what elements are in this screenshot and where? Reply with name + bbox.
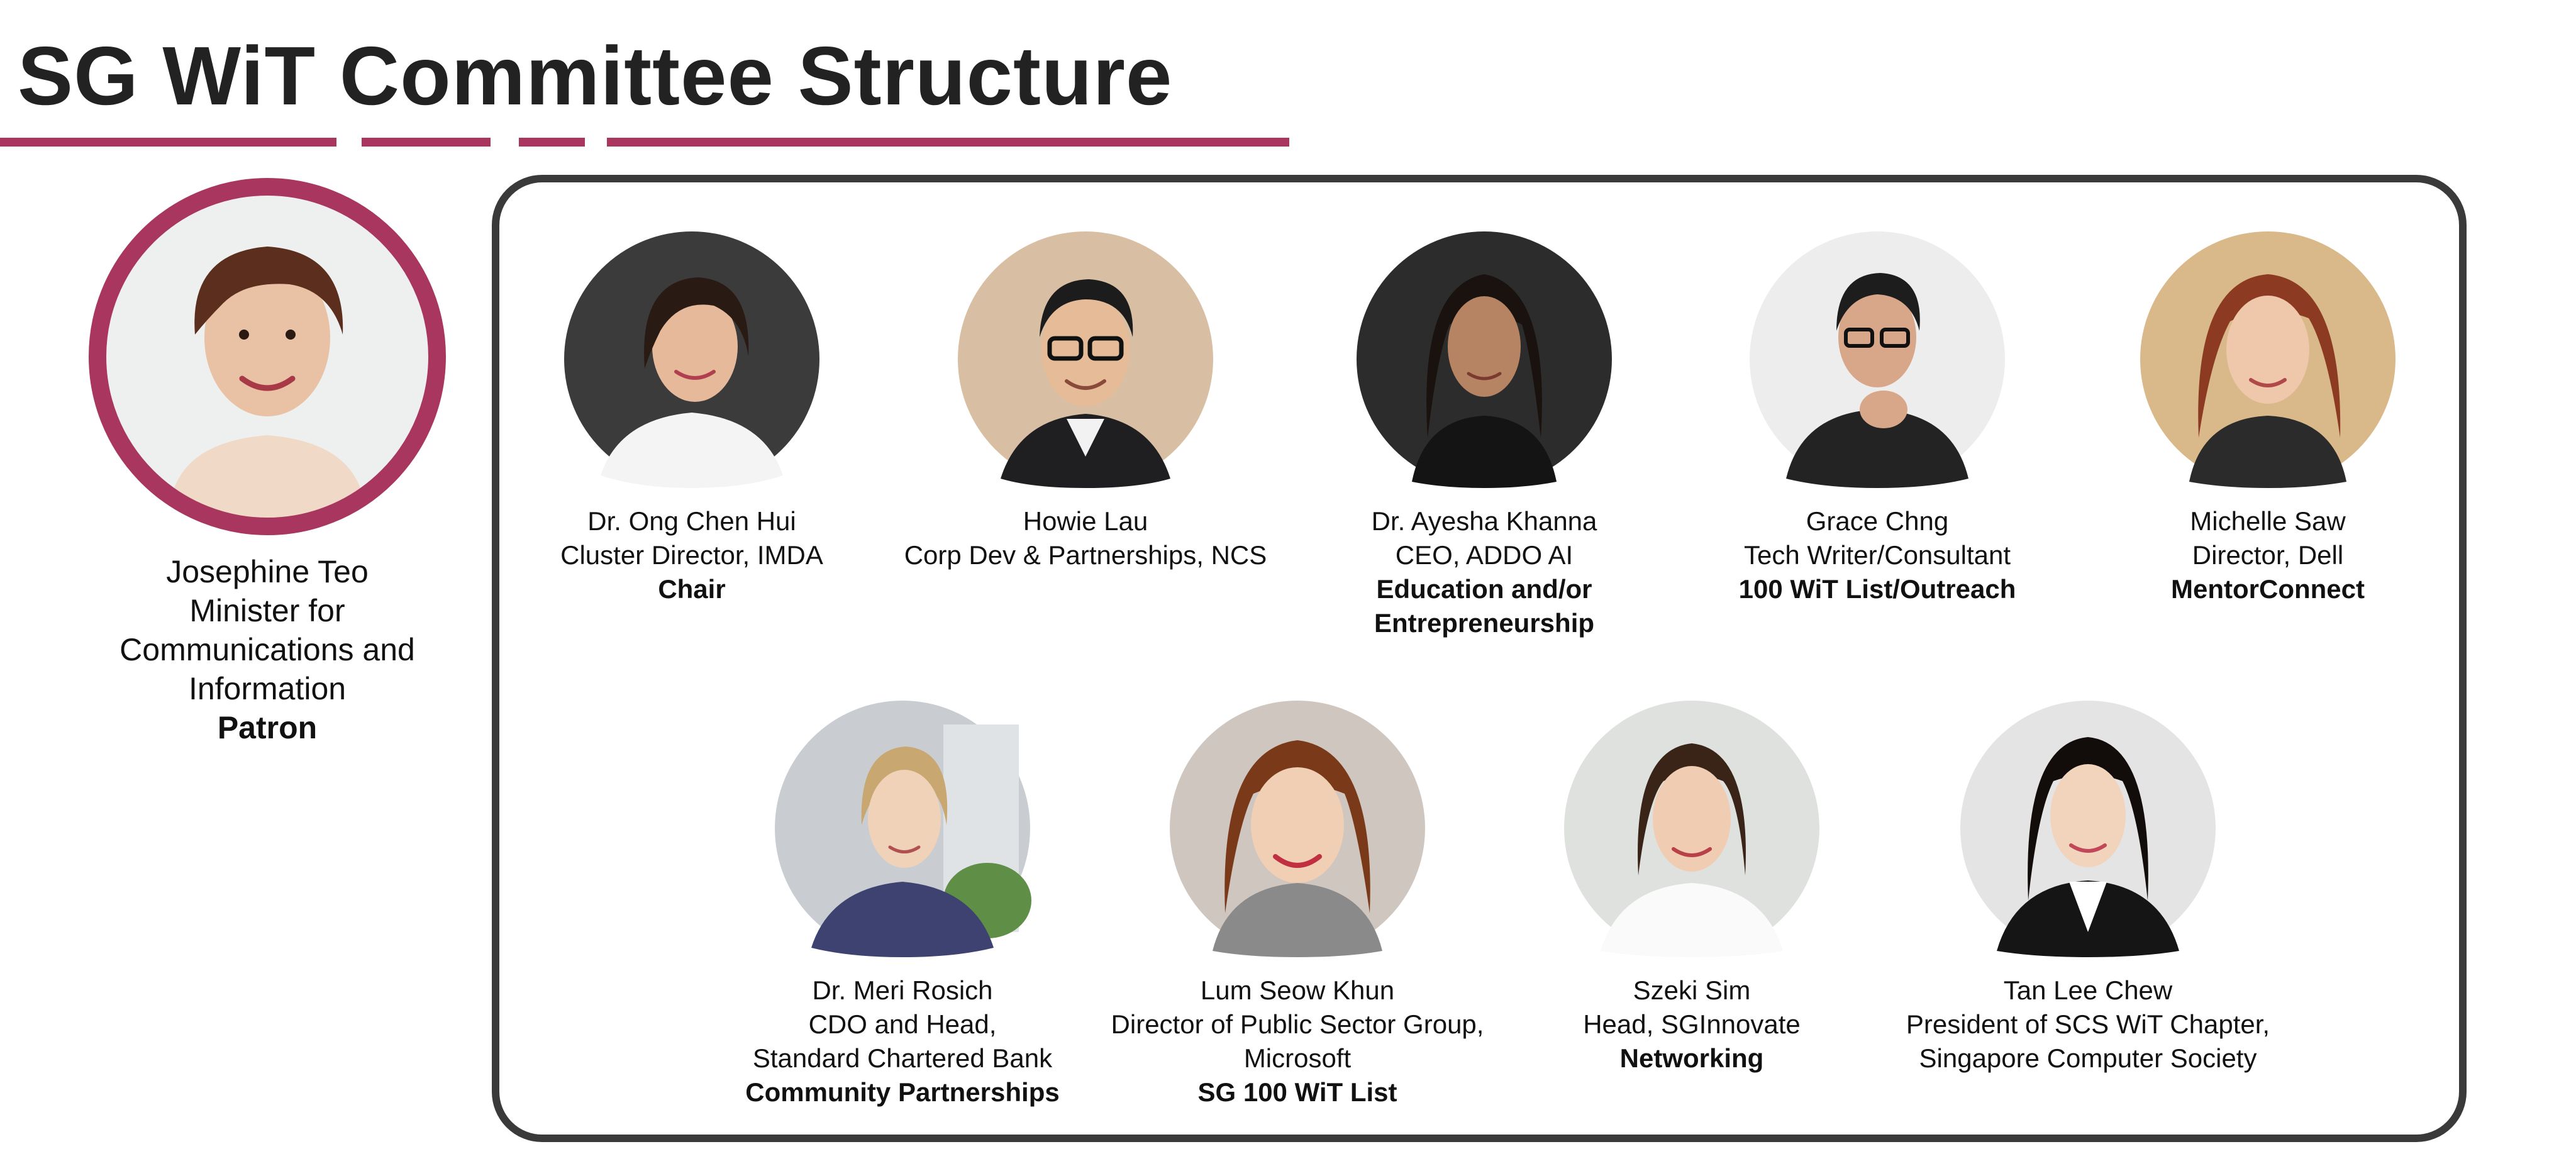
member-title-line: CEO, ADDO AI <box>1395 540 1574 570</box>
member-card: Dr. Ayesha Khanna CEO, ADDO AI Education… <box>1283 230 1685 640</box>
member-photo <box>775 701 1031 957</box>
member-details: Dr. Meri Rosich CDO and Head, Standard C… <box>701 974 1104 1109</box>
member-details: Michelle Saw Director, Dell MentorConnec… <box>2067 504 2469 606</box>
member-photo <box>1564 701 1819 957</box>
member-title-line: Corp Dev & Partnerships, NCS <box>904 540 1267 570</box>
member-role: 100 WiT List/Outreach <box>1738 574 2016 604</box>
title-underline <box>0 138 1289 147</box>
member-details: Dr. Ayesha Khanna CEO, ADDO AI Education… <box>1283 504 1685 640</box>
patron-details: Josephine Teo Minister for Communication… <box>50 552 484 747</box>
member-details: Tan Lee Chew President of SCS WiT Chapte… <box>1887 974 2289 1075</box>
member-role: SG 100 WiT List <box>1197 1077 1397 1107</box>
member-card: Michelle Saw Director, Dell MentorConnec… <box>2067 230 2469 606</box>
member-card: Dr. Ong Chen Hui Cluster Director, IMDA … <box>491 230 893 606</box>
member-title-line: Director of Public Sector Group, <box>1111 1009 1484 1039</box>
member-role: Education and/or <box>1376 574 1592 604</box>
member-name: Szeki Sim <box>1633 975 1751 1005</box>
member-card: Dr. Meri Rosich CDO and Head, Standard C… <box>701 699 1104 1109</box>
member-title-line: Tech Writer/Consultant <box>1743 540 2011 570</box>
member-photo <box>1357 231 1612 488</box>
member-role: MentorConnect <box>2171 574 2365 604</box>
member-name: Howie Lau <box>1023 506 1148 536</box>
member-name: Grace Chng <box>1806 506 1949 536</box>
member-title-line: Standard Chartered Bank <box>752 1043 1053 1073</box>
member-title-line: Director, Dell <box>2192 540 2344 570</box>
member-title-line: Microsoft <box>1243 1043 1352 1073</box>
member-photo <box>564 231 819 488</box>
member-card: Szeki Sim Head, SGInnovate Networking <box>1491 699 1893 1075</box>
committee-box <box>492 175 2467 1142</box>
member-photo <box>1170 701 1425 957</box>
member-role: Entrepreneurship <box>1374 608 1595 638</box>
member-name: Lum Seow Khun <box>1200 975 1395 1005</box>
member-name: Michelle Saw <box>2190 506 2346 536</box>
member-name: Tan Lee Chew <box>2003 975 2173 1005</box>
member-details: Howie Lau Corp Dev & Partnerships, NCS <box>884 504 1287 572</box>
member-card: Tan Lee Chew President of SCS WiT Chapte… <box>1887 699 2289 1075</box>
member-role: Networking <box>1619 1043 1764 1073</box>
member-photo <box>958 231 1213 488</box>
member-details: Grace Chng Tech Writer/Consultant 100 Wi… <box>1676 504 2079 606</box>
member-card: Lum Seow Khun Director of Public Sector … <box>1096 699 1499 1109</box>
member-photo <box>2140 231 2396 488</box>
member-title-line: Cluster Director, IMDA <box>560 540 823 570</box>
member-name: Dr. Ayesha Khanna <box>1371 506 1597 536</box>
member-role: Community Partnerships <box>745 1077 1060 1107</box>
patron-position-line: Information <box>188 671 347 706</box>
member-details: Dr. Ong Chen Hui Cluster Director, IMDA … <box>491 504 893 606</box>
member-details: Szeki Sim Head, SGInnovate Networking <box>1491 974 1893 1075</box>
patron-position-line: Minister for <box>189 593 345 628</box>
member-name: Dr. Meri Rosich <box>812 975 993 1005</box>
member-details: Lum Seow Khun Director of Public Sector … <box>1096 974 1499 1109</box>
member-title-line: Singapore Computer Society <box>1919 1043 2257 1073</box>
member-photo <box>1750 231 2005 488</box>
member-title-line: Head, SGInnovate <box>1583 1009 1801 1039</box>
member-card: Grace Chng Tech Writer/Consultant 100 Wi… <box>1676 230 2079 606</box>
page-title: SG WiT Committee Structure <box>18 30 1173 122</box>
member-card: Howie Lau Corp Dev & Partnerships, NCS <box>884 230 1287 572</box>
patron-position-line: Communications and <box>119 632 415 667</box>
member-photo <box>1960 701 2216 957</box>
patron-photo <box>89 178 446 535</box>
patron-role: Patron <box>217 710 318 745</box>
patron-name: Josephine Teo <box>166 554 369 589</box>
member-role: Chair <box>658 574 726 604</box>
member-name: Dr. Ong Chen Hui <box>587 506 796 536</box>
member-title-line: CDO and Head, <box>808 1009 997 1039</box>
member-title-line: President of SCS WiT Chapter, <box>1906 1009 2270 1039</box>
